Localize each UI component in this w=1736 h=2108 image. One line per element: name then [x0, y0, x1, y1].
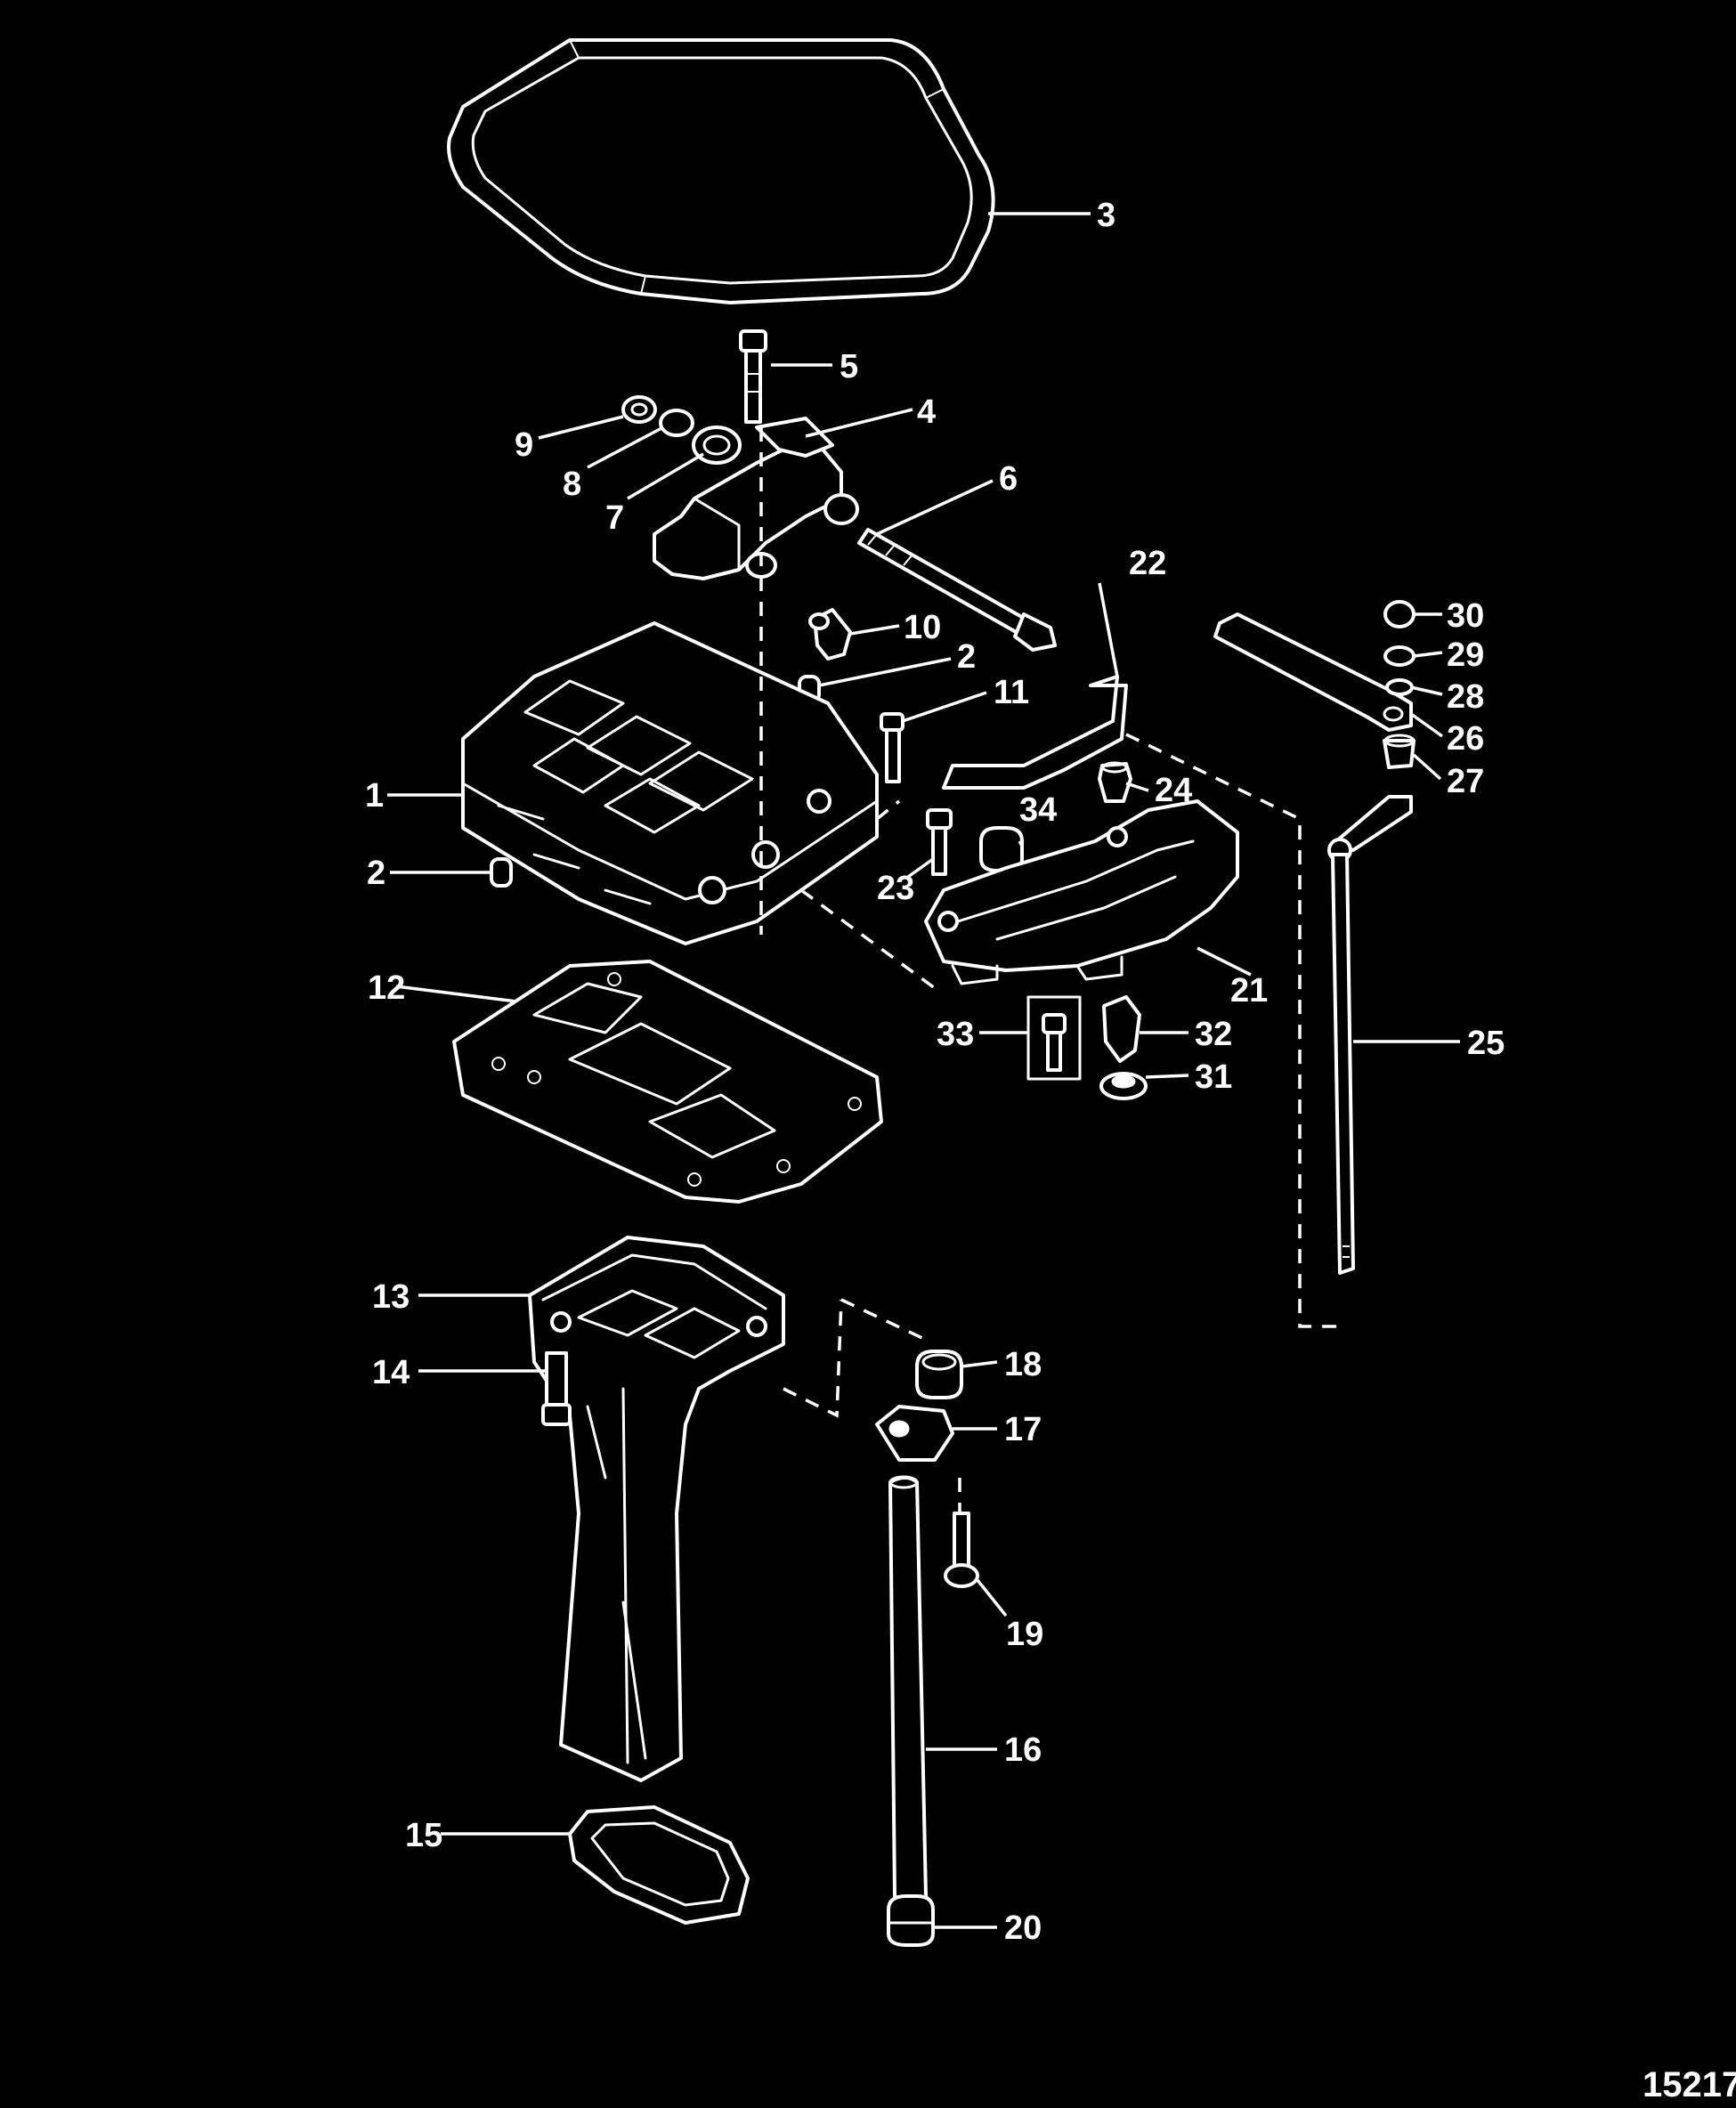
- callout-7: 7: [605, 499, 624, 537]
- leader-lines: [387, 212, 1460, 1929]
- callout-9: 9: [515, 426, 533, 464]
- callout-28: 28: [1447, 678, 1484, 716]
- part-6-long-bolt: [857, 528, 1057, 652]
- callout-12: 12: [368, 969, 405, 1007]
- part-8-washer: [659, 409, 694, 437]
- callout-25: 25: [1467, 1025, 1505, 1062]
- callout-5: 5: [840, 348, 858, 385]
- part-26-link: [1213, 612, 1413, 732]
- callout-22: 22: [1129, 545, 1166, 582]
- part-31-bumper: [1099, 1072, 1148, 1100]
- callout-10: 10: [904, 609, 941, 646]
- part-16-water-tube: [888, 1475, 928, 1902]
- part-18-grommet: [915, 1350, 963, 1399]
- callout-16: 16: [1004, 1731, 1042, 1769]
- part-29-washer: [1383, 645, 1416, 667]
- part-4-bracket: [653, 417, 859, 580]
- part-19-screw: [944, 1512, 979, 1588]
- part-13-driveshaft-housing: [528, 1236, 785, 1782]
- part-5-bolt: [739, 329, 767, 424]
- callout-32: 32: [1195, 1016, 1232, 1053]
- part-24-fastener: [1098, 761, 1132, 803]
- part-12-gasket: [452, 960, 883, 1204]
- part-14-bolt: [541, 1351, 572, 1426]
- part-7-seal-ring: [692, 426, 742, 465]
- figure-id: 15217: [1643, 2065, 1736, 2104]
- part-11-bolt: [880, 712, 905, 783]
- callout-8: 8: [563, 466, 581, 503]
- part-10-fitting: [808, 608, 852, 661]
- callout-3: 3: [1097, 197, 1115, 234]
- part-22-strap: [942, 675, 1128, 790]
- part-34-bushing: [979, 826, 1024, 872]
- part-28-clip: [1385, 678, 1414, 696]
- part-30-nut: [1383, 600, 1416, 628]
- callout-labels: 3 5 4 6 9 8 7 10 2 11 1 2 12 22 24 34 23…: [365, 197, 1505, 1947]
- part-15-exhaust-seal: [568, 1805, 750, 1925]
- part-23-bolt: [926, 808, 953, 876]
- callout-14: 14: [372, 1354, 410, 1391]
- callout-27: 27: [1447, 763, 1484, 800]
- callout-11: 11: [994, 674, 1029, 711]
- callout-13: 13: [372, 1278, 410, 1316]
- part-32-clip: [1102, 995, 1141, 1063]
- part-25-shift-rod: [1327, 795, 1413, 1275]
- part-21-bracket: [924, 799, 1239, 985]
- part-33-screw: [1026, 995, 1082, 1081]
- part-1-adapter-plate: [461, 621, 879, 945]
- part-2-dowel-pin-lower: [490, 857, 513, 888]
- callout-31: 31: [1195, 1058, 1232, 1096]
- part-17-tube-guide: [875, 1405, 954, 1462]
- callout-18: 18: [1004, 1346, 1042, 1383]
- callout-6: 6: [999, 460, 1018, 498]
- callout-2-upper: 2: [957, 638, 976, 676]
- part-20-grommet: [887, 1894, 935, 1947]
- callout-24: 24: [1155, 772, 1192, 809]
- callout-29: 29: [1447, 636, 1484, 674]
- callout-34: 34: [1019, 791, 1057, 829]
- callout-20: 20: [1004, 1909, 1042, 1947]
- callout-19: 19: [1006, 1616, 1043, 1653]
- part-3-cowl-seal: [447, 38, 995, 304]
- callout-15: 15: [405, 1817, 442, 1854]
- callout-17: 17: [1004, 1411, 1042, 1448]
- callout-4: 4: [917, 393, 936, 431]
- callout-2-lower: 2: [367, 855, 385, 892]
- part-9-nut: [621, 395, 657, 424]
- callout-33: 33: [937, 1016, 974, 1053]
- part-27-bushing: [1383, 734, 1416, 769]
- callout-21: 21: [1230, 972, 1268, 1009]
- callout-26: 26: [1447, 720, 1484, 758]
- callout-1: 1: [365, 777, 384, 815]
- callout-23: 23: [877, 870, 914, 907]
- assembly-lines: [759, 427, 1344, 1513]
- callout-30: 30: [1447, 597, 1484, 635]
